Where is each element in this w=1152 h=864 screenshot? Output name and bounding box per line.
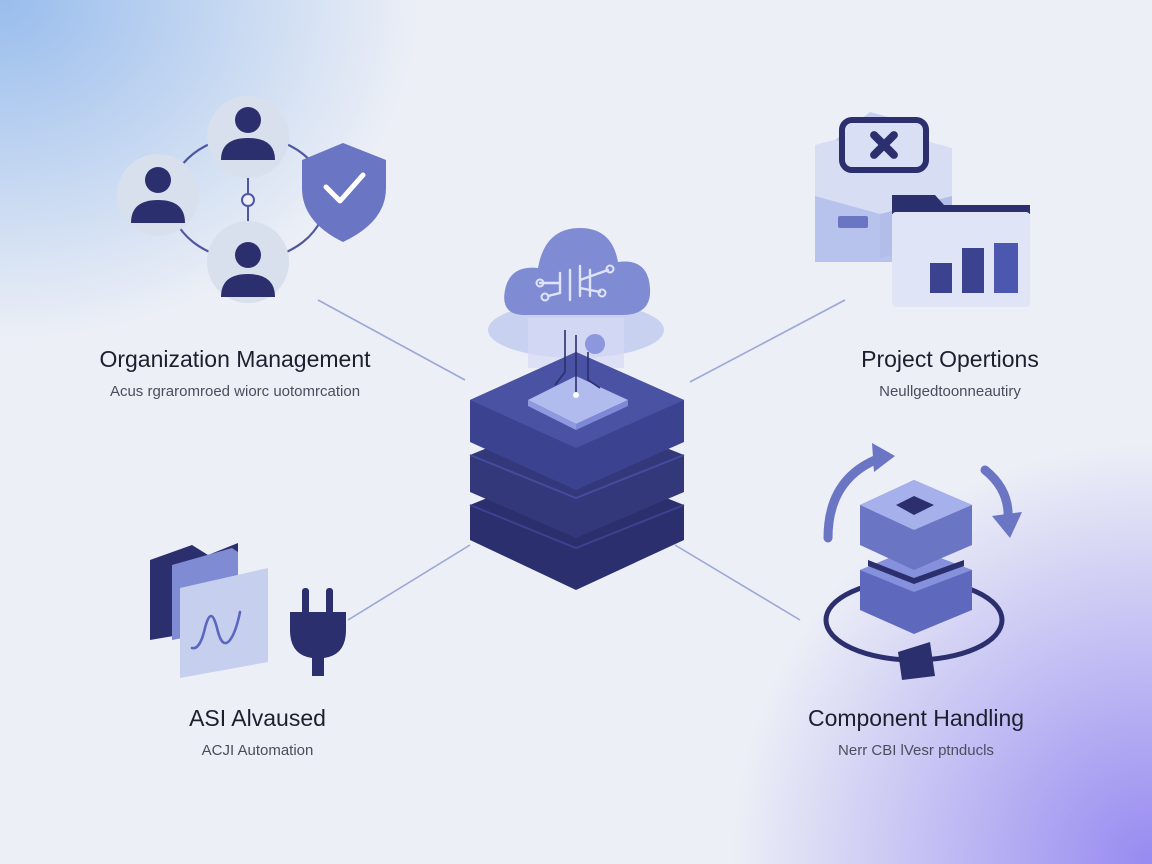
organization-subtitle: Acus rgraromroed wiorc uotomrcation <box>109 383 361 400</box>
project-subtitle: Neullgedtoonneautiry <box>879 383 1021 400</box>
project-icon-group <box>815 112 1030 307</box>
shield-check-icon <box>302 143 386 242</box>
organization-node-label: Organization Management Acus rgraromroed… <box>60 346 410 400</box>
component-subtitle: Nerr CBI lVesr ptnducls <box>838 742 994 759</box>
connectors <box>317 299 846 621</box>
plug-icon <box>290 588 346 676</box>
org-link-node <box>241 193 255 207</box>
organization-title: Organization Management <box>99 346 371 372</box>
project-node-label: Project Opertions Neullgedtoonneautiry <box>800 346 1100 400</box>
folder-icon <box>150 543 268 678</box>
project-title: Project Opertions <box>861 346 1039 372</box>
asi-subtitle: ACJI Automation <box>201 742 314 759</box>
close-box-icon <box>835 112 929 173</box>
asi-title: ASI Alvaused <box>189 705 326 731</box>
person-icon <box>207 221 289 303</box>
center-hub <box>469 228 685 590</box>
component-node-label: Component Handling Nerr CBI lVesr ptnduc… <box>760 705 1072 759</box>
connector-project <box>689 299 846 383</box>
connector-component <box>674 544 801 621</box>
component-title: Component Handling <box>807 705 1025 731</box>
server-stack-icon <box>469 330 685 590</box>
cube-stack-icon <box>860 480 972 634</box>
organization-icon-group <box>117 96 386 303</box>
cloud-circuit-icon <box>504 228 651 315</box>
component-icon-group <box>823 443 1022 680</box>
asi-node-label: ASI Alvaused ACJI Automation <box>120 705 395 759</box>
bar-chart-icon <box>930 243 1018 293</box>
person-icon <box>207 96 289 178</box>
person-icon <box>117 154 199 236</box>
asi-icon-group <box>150 543 346 678</box>
connector-organization <box>317 299 466 381</box>
connector-asi <box>347 544 471 621</box>
